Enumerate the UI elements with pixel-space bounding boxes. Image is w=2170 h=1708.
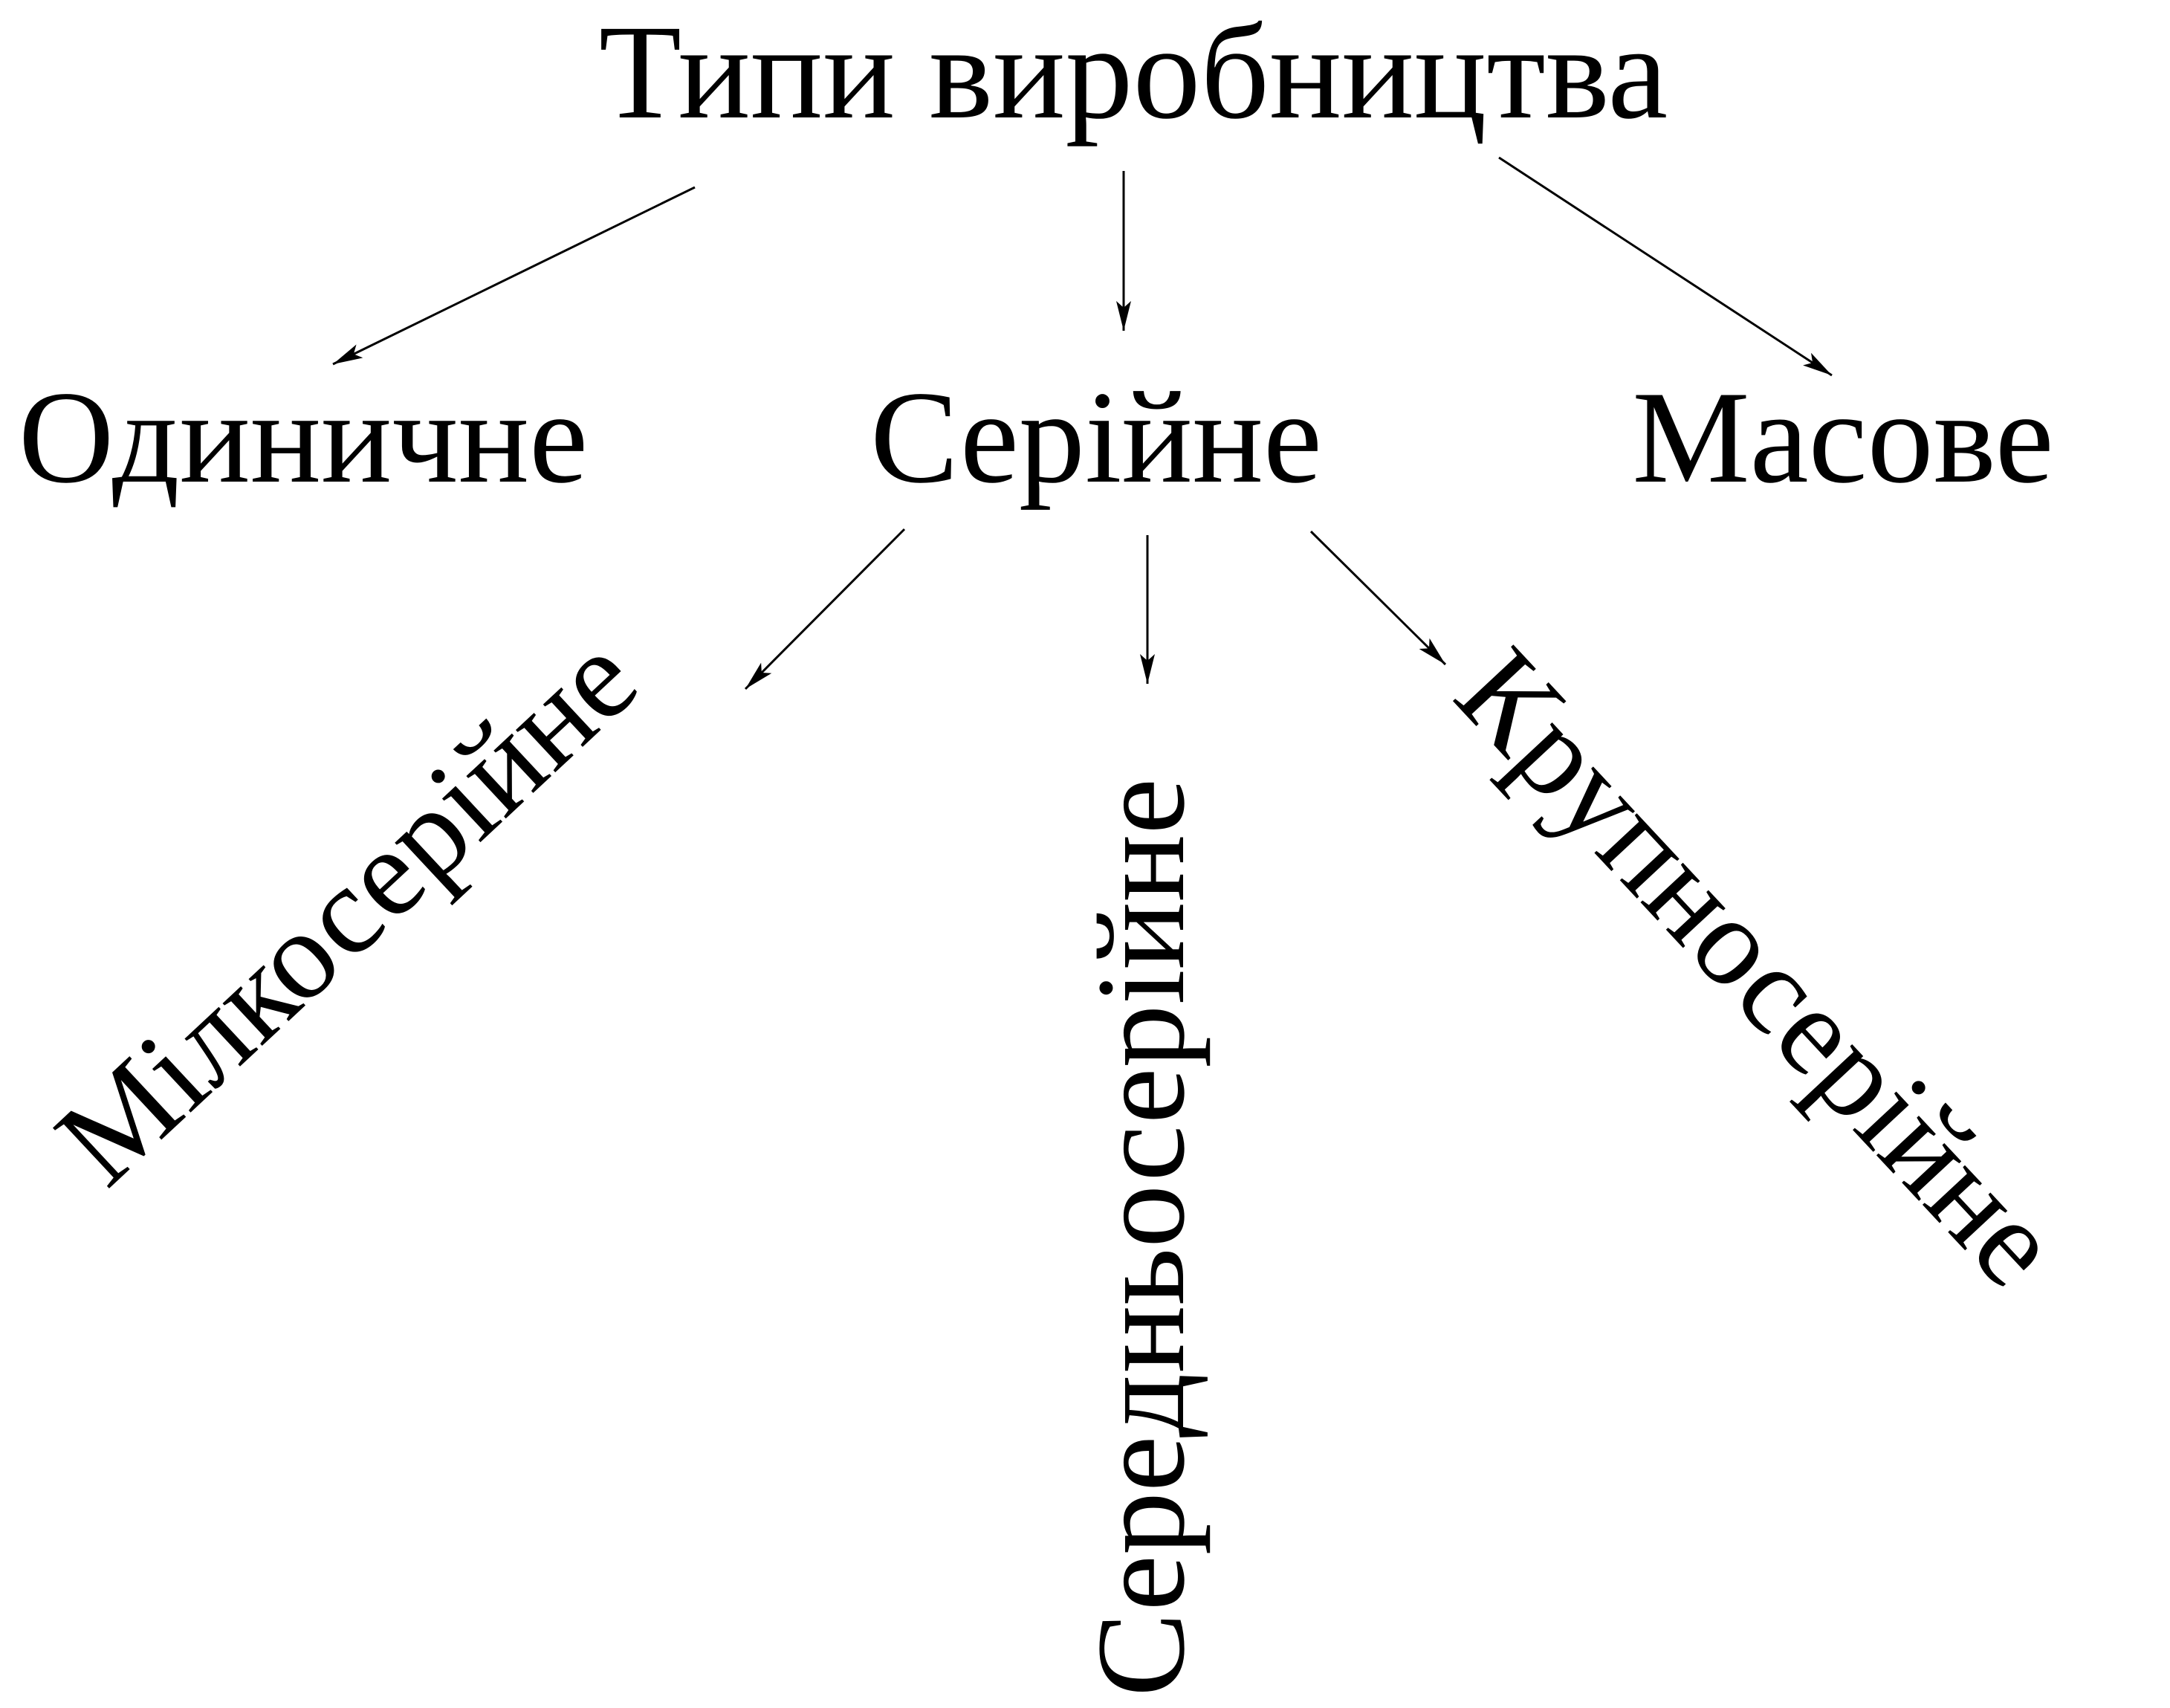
node-large-batch-production: Крупносерійне bbox=[1431, 622, 2088, 1313]
node-single-production: Одиничне bbox=[19, 363, 588, 511]
node-small-batch-production: Мілкосерійне bbox=[30, 607, 663, 1211]
node-mass-production: Масове bbox=[1632, 363, 2053, 511]
arrow-serial-to-large-batch bbox=[1309, 530, 1447, 666]
arrow-root-to-mass bbox=[1498, 156, 1833, 377]
arrow-root-to-single bbox=[332, 186, 696, 366]
node-serial-production: Серійне bbox=[870, 363, 1322, 511]
root-node-label: Типи виробництва bbox=[599, 0, 1668, 147]
node-medium-batch-production: Середньосерійне bbox=[1071, 778, 1211, 1697]
arrow-serial-to-small-batch bbox=[744, 528, 906, 690]
